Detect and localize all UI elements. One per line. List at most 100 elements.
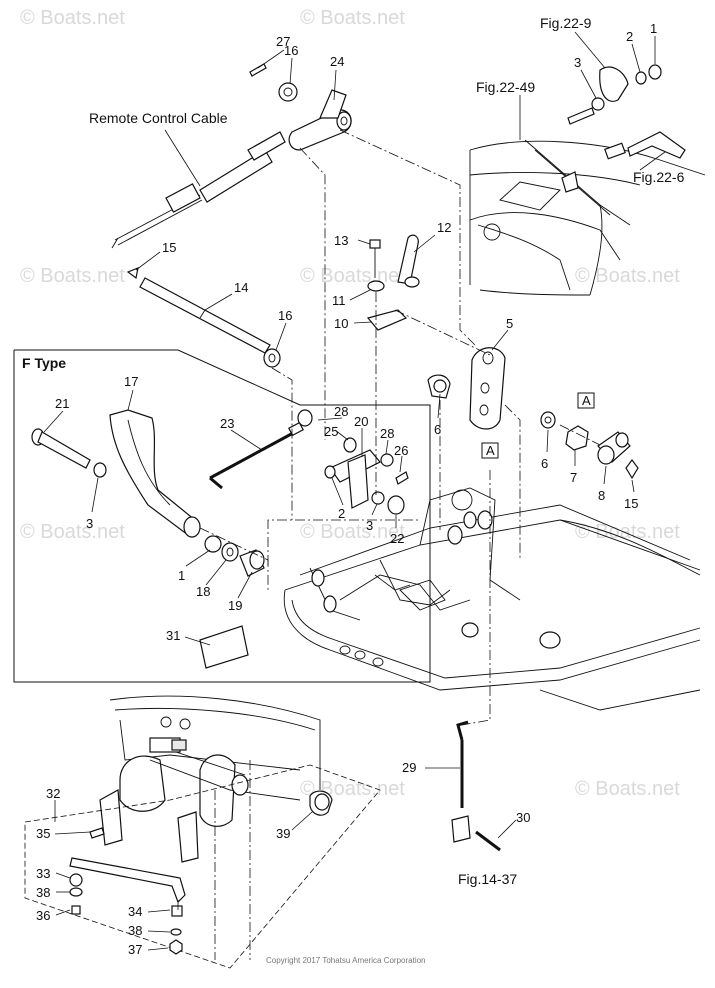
watermark: © Boats.net xyxy=(300,7,405,29)
part-number: 1 xyxy=(650,21,657,36)
lever-arm-17 xyxy=(109,409,201,538)
bolt-21 xyxy=(31,428,91,469)
part-number: 14 xyxy=(234,280,248,295)
washer-16b xyxy=(263,348,281,368)
copyright: Copyright 2017 Tohatsu America Corporati… xyxy=(266,956,426,965)
bushing-6a xyxy=(427,374,451,399)
caption-remote-control-cable: Remote Control Cable xyxy=(89,110,228,126)
shaft-14 xyxy=(139,277,271,354)
part-number: 24 xyxy=(330,54,344,69)
part-number: 2 xyxy=(626,29,633,44)
watermark: © Boats.net xyxy=(300,265,405,287)
fig-22-9-parts xyxy=(567,64,686,160)
part-number: 7 xyxy=(570,470,577,485)
watermark: © Boats.net xyxy=(575,778,680,800)
washer-1b xyxy=(204,535,222,553)
part-number: 25 xyxy=(324,424,338,439)
bracket-12 xyxy=(397,234,420,288)
part-number: 22 xyxy=(390,531,404,546)
rod-end-24 xyxy=(288,89,352,151)
bushing-19 xyxy=(239,549,265,577)
washer-3b xyxy=(93,462,107,478)
part-number: 17 xyxy=(124,374,138,389)
part-number: 36 xyxy=(36,908,50,923)
linkage-cluster xyxy=(297,409,409,515)
part-number: 21 xyxy=(55,396,69,411)
part-number: 15 xyxy=(624,496,638,511)
part-number: 2 xyxy=(338,506,345,521)
centerlines xyxy=(177,129,601,960)
rod-23 xyxy=(209,421,304,490)
part-number: 3 xyxy=(86,516,93,531)
part-number: 38 xyxy=(36,885,50,900)
part-number: 1 xyxy=(178,568,185,583)
part-number: 20 xyxy=(354,414,368,429)
clip-15b xyxy=(625,459,639,480)
f-type-frame: F Type xyxy=(13,349,431,683)
part-number: 38 xyxy=(128,923,142,938)
part-number: 10 xyxy=(334,316,348,331)
bushing-6b xyxy=(540,411,556,429)
label-31 xyxy=(199,625,249,669)
ref-box-label: A xyxy=(582,393,591,408)
part-number: 6 xyxy=(434,422,441,437)
captions: Remote Control Cable Fig.22-9 Fig.22-49 … xyxy=(89,15,685,887)
steering-assembly xyxy=(99,695,321,863)
part-number: 16 xyxy=(284,43,298,58)
watermark: © Boats.net xyxy=(20,521,125,543)
upper-cowling-outline xyxy=(469,139,706,296)
ref-box-a2: A xyxy=(481,442,499,459)
leader-lines xyxy=(43,31,666,951)
lower-cowling-bracket xyxy=(283,487,701,711)
rod-29 xyxy=(456,720,469,808)
watermark: © Boats.net xyxy=(20,265,125,287)
part-numbers: 1 2 3 27 16 24 13 12 15 14 11 10 16 5 17… xyxy=(36,21,657,957)
part-number: 11 xyxy=(332,293,346,308)
part-number: 3 xyxy=(366,518,373,533)
lever-5 xyxy=(469,347,506,430)
caption-fig-22-6: Fig.22-6 xyxy=(633,169,685,185)
ref-box-a1: A xyxy=(577,392,595,409)
watermark: © Boats.net xyxy=(20,7,125,29)
watermark-layer: © Boats.net © Boats.net © Boats.net © Bo… xyxy=(20,7,680,800)
clamp-10 xyxy=(366,309,408,331)
part-number: 32 xyxy=(46,786,60,801)
washer-7 xyxy=(565,425,589,451)
steering-subframe xyxy=(24,764,381,969)
part-number: 16 xyxy=(278,308,292,323)
bushing-fig-14-37 xyxy=(451,815,471,843)
washer-11 xyxy=(367,280,385,292)
part-number: 18 xyxy=(196,584,210,599)
part-number: 12 xyxy=(437,220,451,235)
part-number: 29 xyxy=(402,760,416,775)
part-number: 15 xyxy=(162,240,176,255)
part-number: 39 xyxy=(276,826,290,841)
caption-fig-22-49: Fig.22-49 xyxy=(476,79,535,95)
part-number: 26 xyxy=(394,443,408,458)
caption-fig-14-37: Fig.14-37 xyxy=(458,871,517,887)
part-number: 28 xyxy=(334,404,348,419)
joint-8 xyxy=(597,431,631,465)
steering-link-33-37 xyxy=(69,827,186,955)
part-number: 35 xyxy=(36,826,50,841)
part-number: 13 xyxy=(334,233,348,248)
caption-fig-22-9: Fig.22-9 xyxy=(540,15,592,31)
washer-18 xyxy=(221,542,239,562)
part-number: 19 xyxy=(228,598,242,613)
part-number: 37 xyxy=(128,942,142,957)
part-number: 3 xyxy=(574,55,581,70)
frame-label: F Type xyxy=(22,355,66,371)
part-number: 28 xyxy=(380,426,394,441)
part-number: 6 xyxy=(541,456,548,471)
pin-27 xyxy=(249,63,267,77)
part-number: 31 xyxy=(166,628,180,643)
bushing-39 xyxy=(309,790,333,816)
part-number: 27 xyxy=(276,34,290,49)
part-number: 23 xyxy=(220,416,234,431)
ref-box-label: A xyxy=(486,443,495,458)
part-number: 33 xyxy=(36,866,50,881)
watermark: © Boats.net xyxy=(300,521,405,543)
watermark: © Boats.net xyxy=(575,265,680,287)
part-number: 5 xyxy=(506,316,513,331)
